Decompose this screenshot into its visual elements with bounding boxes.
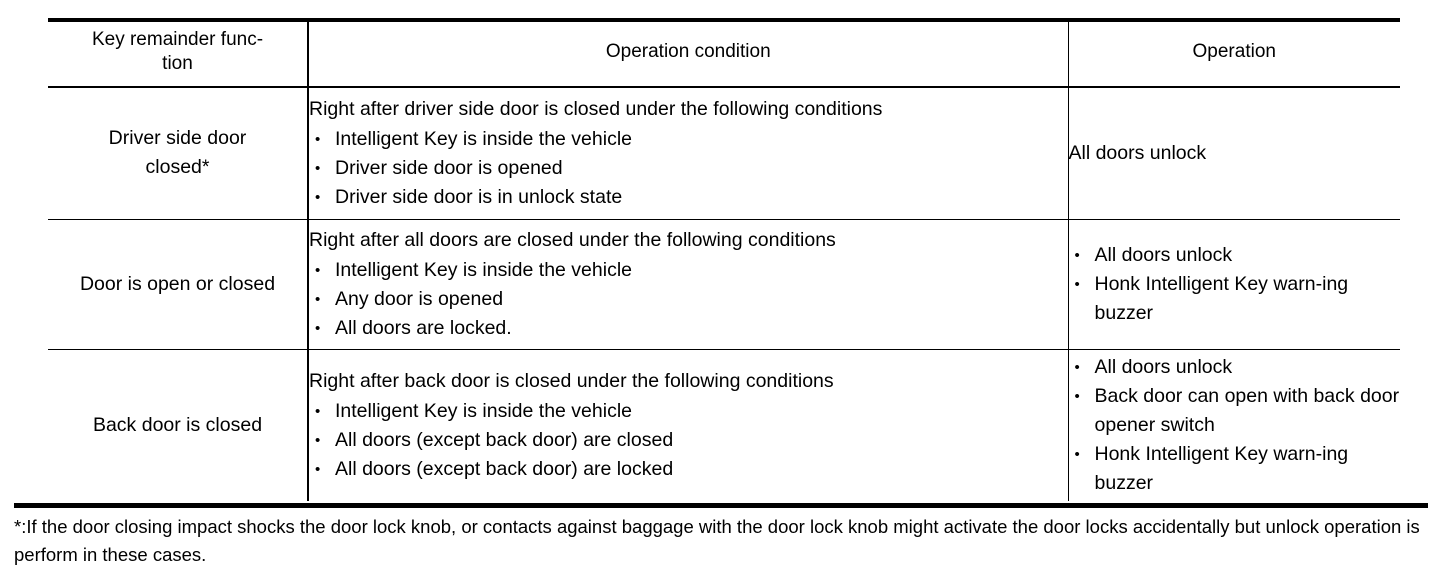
condition-bullet-list: Intelligent Key is inside the vehicle Al… — [309, 397, 1068, 484]
operation-bullet-list: All doors unlock Honk Intelligent Key wa… — [1069, 241, 1401, 328]
list-item: Intelligent Key is inside the vehicle — [309, 397, 1068, 426]
function-name-line1: Driver side door — [108, 127, 247, 150]
key-remainder-function-table: Key remainder func- tion Operation condi… — [48, 18, 1400, 501]
condition-lead-text: Right after driver side door is closed u… — [309, 97, 883, 120]
cell-operation: All doors unlock Honk Intelligent Key wa… — [1067, 219, 1401, 350]
cell-operation-condition: Right after back door is closed under th… — [307, 349, 1068, 501]
table-row: Driver side door closed* Right after dri… — [48, 87, 1400, 220]
list-item: All doors (except back door) are closed — [309, 426, 1068, 455]
condition-lead-text: Right after all doors are closed under t… — [309, 228, 836, 251]
header-cell-operation-condition: Operation condition — [307, 18, 1068, 88]
table-row: Back door is closed Right after back doo… — [48, 349, 1400, 501]
table-bottom-rule — [14, 503, 1428, 508]
cell-operation-condition: Right after driver side door is closed u… — [307, 87, 1068, 220]
list-item: All doors unlock — [1069, 353, 1401, 382]
list-item: Honk Intelligent Key warn-​ing buzzer — [1069, 270, 1401, 328]
list-item: All doors (except back door) are locked — [309, 455, 1068, 484]
condition-bullet-list: Intelligent Key is inside the vehicle Dr… — [309, 125, 1068, 212]
footnote: *:If the door closing impact shocks the … — [14, 513, 1442, 569]
cell-operation: All doors unlock — [1067, 87, 1400, 220]
header-cell-key-remainder-function: Key remainder func- tion — [48, 18, 308, 88]
function-name-line1: Door is open or closed — [79, 272, 276, 295]
header-label-line1: Key remainder func- — [91, 29, 264, 50]
cell-function-name: Back door is closed — [48, 349, 308, 501]
condition-bullet-list: Intelligent Key is inside the vehicle An… — [309, 256, 1068, 343]
cell-function-name: Driver side door closed* — [48, 87, 308, 220]
list-item: Any door is opened — [309, 285, 1068, 314]
list-item: Driver side door is opened — [309, 154, 1068, 183]
list-item: Honk Intelligent Key warn-​ing buzzer — [1069, 440, 1401, 498]
cell-operation-condition: Right after all doors are closed under t… — [307, 219, 1068, 350]
list-item: Driver side door is in unlock state — [309, 183, 1068, 212]
header-label-operation: Operation — [1192, 41, 1276, 62]
function-name-line1: Back door is closed — [92, 413, 263, 436]
list-item: Intelligent Key is inside the vehicle — [309, 125, 1068, 154]
function-name-line2: closed* — [145, 156, 210, 179]
header-label-line2: tion — [162, 53, 193, 74]
list-item: All doors are locked. — [309, 314, 1068, 343]
table-row: Door is open or closed Right after all d… — [48, 219, 1401, 350]
list-item: Intelligent Key is inside the vehicle — [309, 256, 1068, 285]
spec-table: Key remainder func- tion Operation condi… — [48, 18, 1400, 501]
cell-operation: All doors unlock Back door can open with… — [1067, 349, 1401, 501]
cell-function-name: Door is open or closed — [48, 219, 308, 350]
list-item: Back door can open with back door opener… — [1069, 382, 1401, 440]
list-item: All doors unlock — [1069, 241, 1401, 270]
operation-text: All doors unlock — [1068, 141, 1207, 164]
operation-bullet-list: All doors unlock Back door can open with… — [1069, 353, 1401, 498]
header-label-operation-condition: Operation condition — [605, 41, 771, 62]
header-cell-operation: Operation — [1067, 18, 1400, 88]
table-header-row: Key remainder func- tion Operation condi… — [48, 18, 1400, 88]
footnote-text: *:If the door closing impact shocks the … — [14, 516, 1420, 565]
condition-lead-text: Right after back door is closed under th… — [309, 369, 834, 392]
